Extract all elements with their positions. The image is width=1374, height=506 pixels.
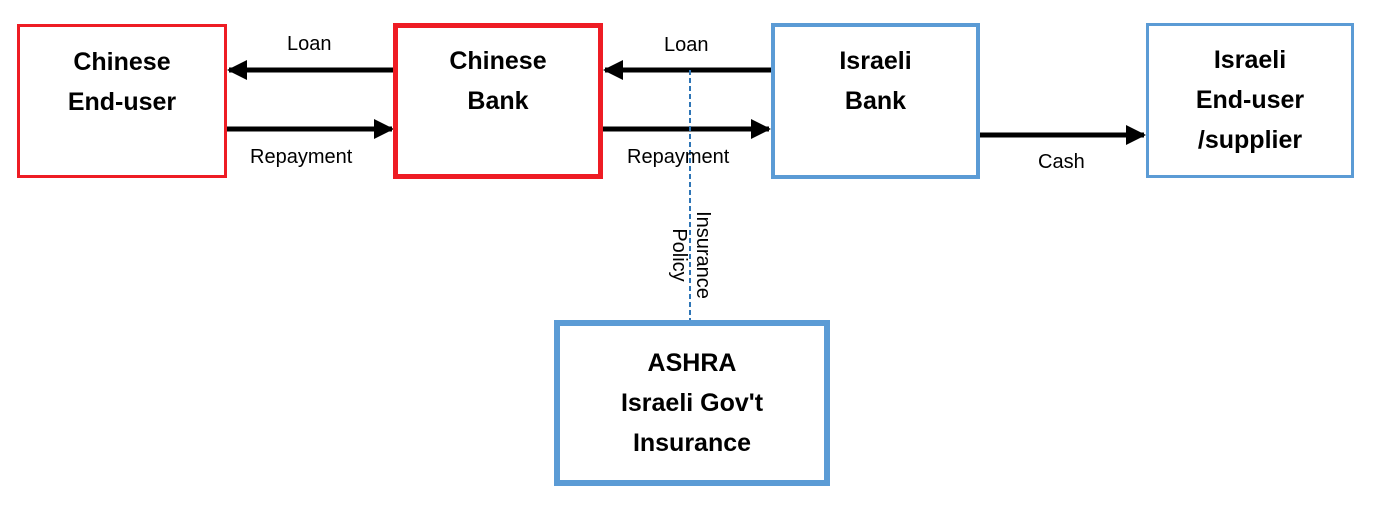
node-label-line: Insurance	[632, 429, 752, 457]
edge-label-repayment: Repayment	[627, 146, 730, 168]
edge-label-line: Insurance	[692, 211, 714, 299]
edge-label-cash: Cash	[1038, 151, 1085, 173]
edge-label-loan: Loan	[664, 34, 709, 56]
node-ashra-insurance: ASHRA Israeli Gov't Insurance	[554, 320, 830, 486]
node-chinese-end-user: Chinese End-user	[17, 24, 227, 178]
node-label-line: Bank	[467, 87, 529, 115]
node-label-line: End-user	[67, 88, 177, 116]
node-label-line: Israeli	[1213, 46, 1287, 74]
node-label-line: /supplier	[1197, 126, 1303, 154]
node-label-line: Israeli Gov't	[620, 389, 764, 417]
node-label-line: Chinese	[73, 48, 171, 76]
node-label-line: ASHRA	[647, 349, 737, 377]
node-israeli-end-user-supplier: Israeli End-user /supplier	[1146, 23, 1354, 178]
node-label-line: Israeli	[839, 47, 912, 75]
node-label-line: Bank	[844, 87, 907, 115]
edge-label-loan: Loan	[287, 33, 332, 55]
edge-label-line: Policy	[668, 228, 690, 282]
node-label-line: Chinese	[449, 47, 547, 75]
edge-label-insurance-policy: Insurance Policy	[661, 200, 721, 310]
node-label-line: End-user	[1195, 86, 1305, 114]
edge-label-repayment: Repayment	[250, 146, 353, 168]
node-israeli-bank: Israeli Bank	[771, 23, 980, 179]
node-chinese-bank: Chinese Bank	[393, 23, 603, 179]
